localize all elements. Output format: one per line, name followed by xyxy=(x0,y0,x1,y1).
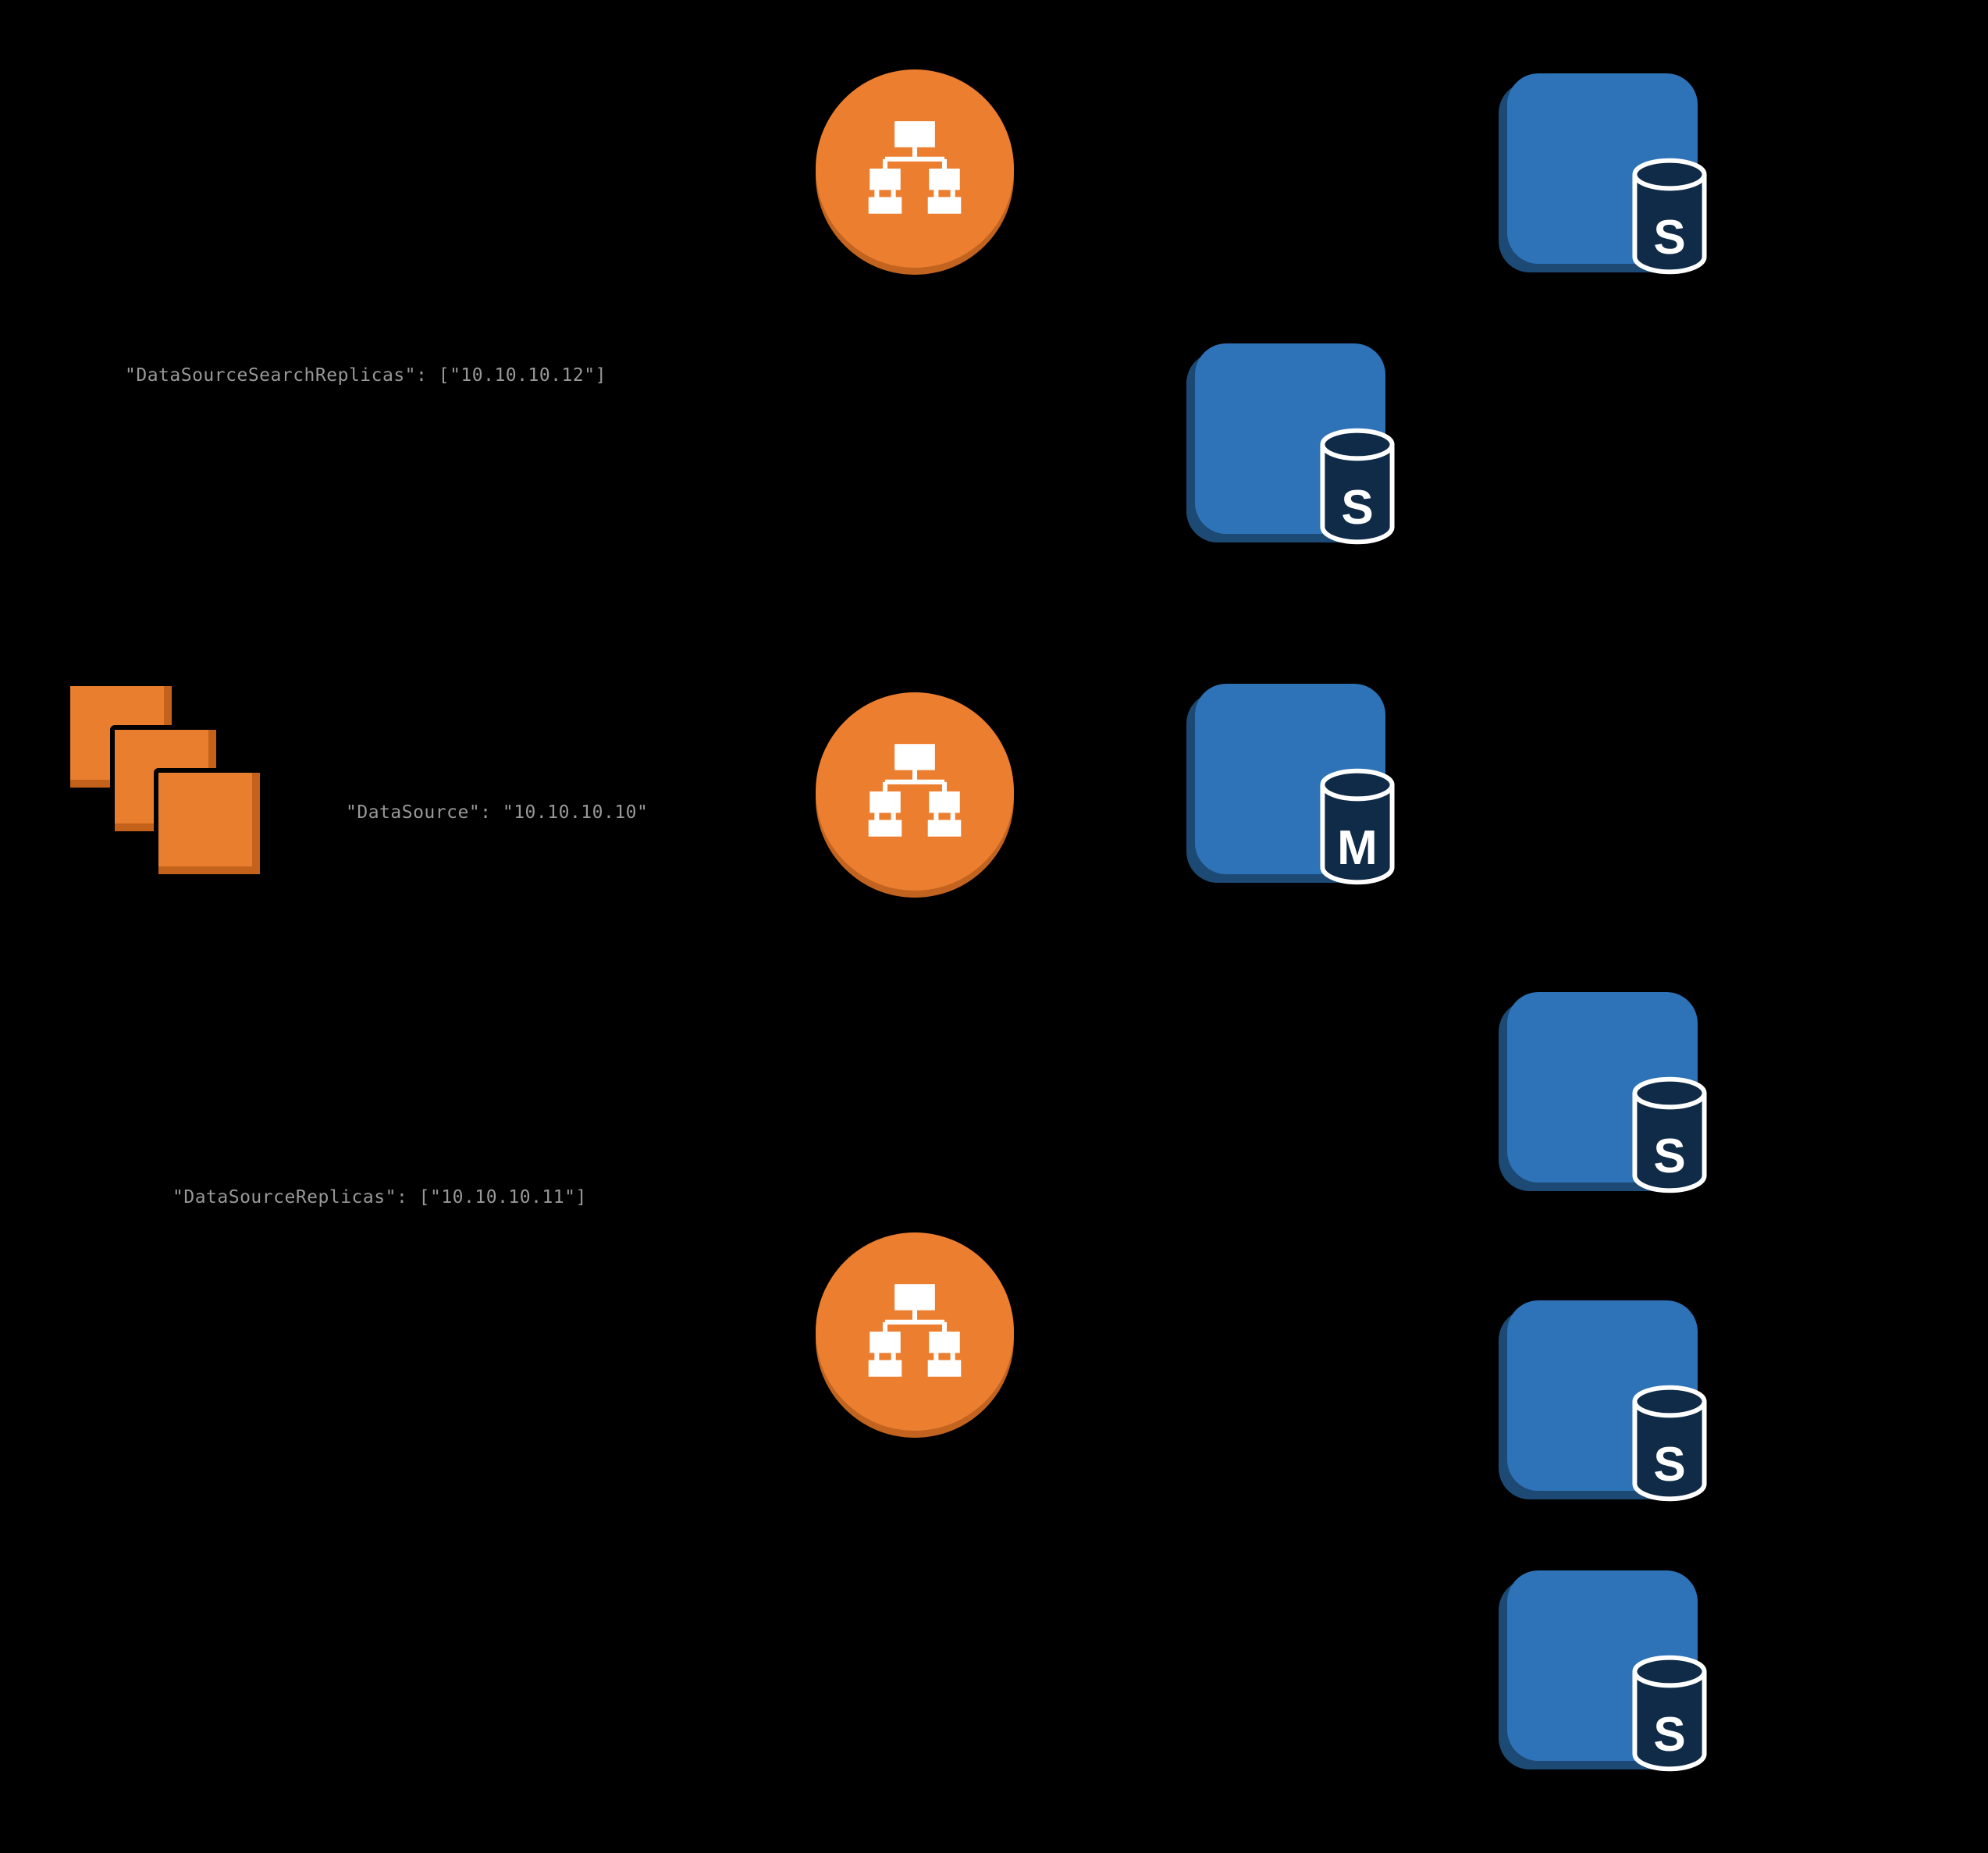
database-cylinder-icon: S xyxy=(1629,1385,1710,1502)
config-label-replicas: "DataSourceReplicas": ["10.10.10.11"] xyxy=(172,1187,587,1207)
database-cylinder-icon: M xyxy=(1317,768,1398,885)
db-node-search-replica: S xyxy=(1195,343,1395,545)
db-node-master: M xyxy=(1195,684,1395,885)
db-role-letter: S xyxy=(1341,481,1374,535)
db-node-search-replica: S xyxy=(1507,73,1707,275)
sitemap-hierarchy-icon xyxy=(868,1284,962,1377)
sitemap-hierarchy-icon xyxy=(868,744,962,837)
database-cylinder-icon: S xyxy=(1629,158,1710,275)
query-router-top xyxy=(816,69,1014,268)
config-label-search-replicas: "DataSourceSearchReplicas": ["10.10.10.1… xyxy=(125,365,606,386)
config-label-datasource: "DataSource": "10.10.10.10" xyxy=(346,802,649,823)
database-cylinder-icon: S xyxy=(1629,1076,1710,1193)
db-node-replica: S xyxy=(1507,1300,1707,1502)
query-router-bottom xyxy=(816,1232,1014,1431)
db-node-replica: S xyxy=(1507,992,1707,1193)
database-cylinder-icon: S xyxy=(1629,1655,1710,1772)
stacked-instances-icon xyxy=(154,768,265,879)
query-router-middle xyxy=(816,692,1014,891)
database-cylinder-icon: S xyxy=(1317,428,1398,545)
db-role-letter: S xyxy=(1653,1438,1686,1492)
sitemap-hierarchy-icon xyxy=(868,121,962,214)
db-role-letter: M xyxy=(1337,821,1378,875)
db-role-letter: S xyxy=(1653,1129,1686,1183)
db-role-letter: S xyxy=(1653,1708,1686,1762)
db-node-replica: S xyxy=(1507,1570,1707,1772)
db-role-letter: S xyxy=(1653,211,1686,265)
